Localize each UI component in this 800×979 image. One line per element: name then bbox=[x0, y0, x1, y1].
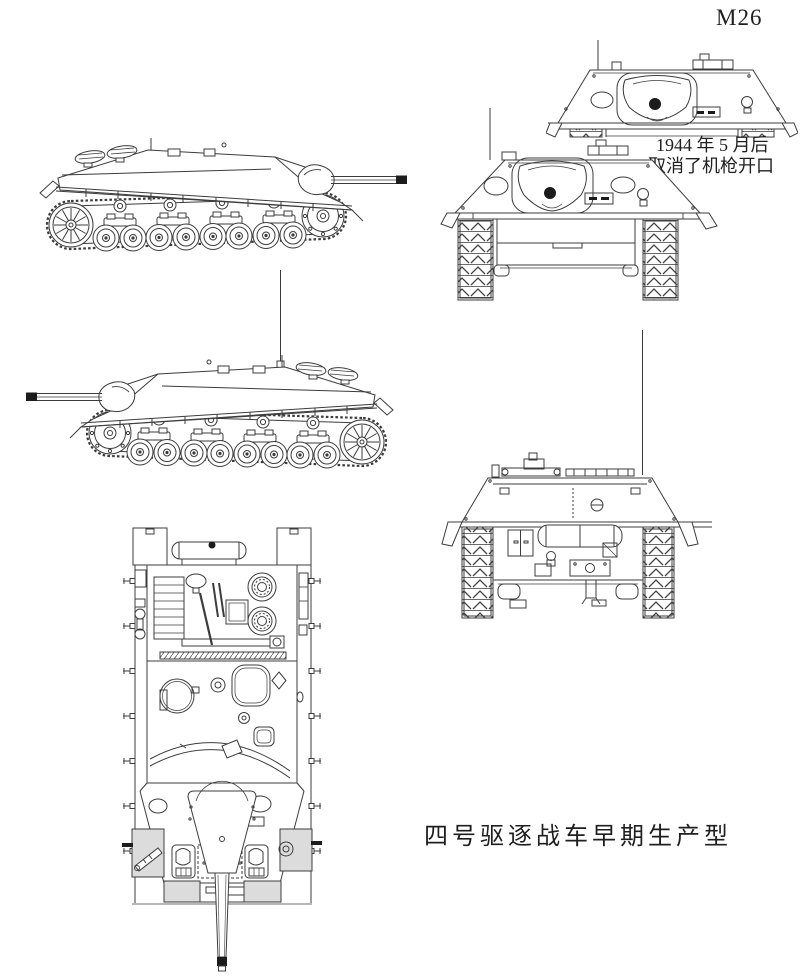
gun-muzzle bbox=[544, 187, 556, 199]
brake-hatch bbox=[171, 844, 196, 879]
figure-caption: 四号驱逐战车早期生产型 bbox=[424, 824, 732, 850]
side-view-right bbox=[18, 130, 418, 272]
spare-wheel bbox=[247, 606, 277, 636]
lower-hull bbox=[496, 218, 636, 266]
glacis bbox=[122, 782, 322, 905]
periscope bbox=[210, 677, 226, 693]
gun-barrel bbox=[214, 872, 230, 958]
travel-lock-arc bbox=[149, 742, 291, 772]
gun-muzzle bbox=[649, 98, 661, 110]
front-view-partial bbox=[546, 40, 798, 138]
superstructure bbox=[453, 159, 702, 214]
fighting-compartment-roof bbox=[147, 664, 304, 784]
deck-stowage bbox=[491, 452, 635, 478]
muffler bbox=[171, 541, 247, 560]
mantlet-housing bbox=[616, 72, 698, 126]
gun-muzzle bbox=[217, 957, 227, 966]
annotation-note: 1944 年 5 月后 取消了机枪开口 bbox=[648, 135, 774, 177]
engine-deck bbox=[134, 569, 309, 662]
superstructure bbox=[461, 477, 679, 523]
mg-port bbox=[610, 176, 636, 194]
right-track bbox=[642, 526, 675, 619]
sight-port bbox=[483, 176, 509, 196]
right-track bbox=[642, 218, 679, 301]
sight-port bbox=[148, 798, 168, 814]
plate-code: M26 bbox=[716, 5, 763, 30]
gun-mount bbox=[187, 780, 257, 972]
brake-hatch bbox=[244, 844, 269, 879]
annotation-line-1: 1944 年 5 月后 bbox=[656, 135, 769, 155]
rear-view bbox=[441, 330, 712, 619]
left-track bbox=[457, 218, 494, 301]
jack bbox=[134, 847, 163, 872]
loader-hatch bbox=[231, 664, 271, 707]
headlight bbox=[278, 841, 294, 857]
front-view bbox=[440, 108, 718, 301]
sight-port bbox=[590, 91, 614, 109]
spare-wheel bbox=[247, 572, 277, 602]
side-view-left bbox=[0, 270, 420, 480]
commander-hatch bbox=[159, 678, 195, 714]
left-track bbox=[461, 526, 494, 619]
annotation-line-2: 取消了机枪开口 bbox=[648, 156, 774, 176]
top-view bbox=[122, 527, 322, 972]
radiator-grille bbox=[153, 576, 185, 640]
